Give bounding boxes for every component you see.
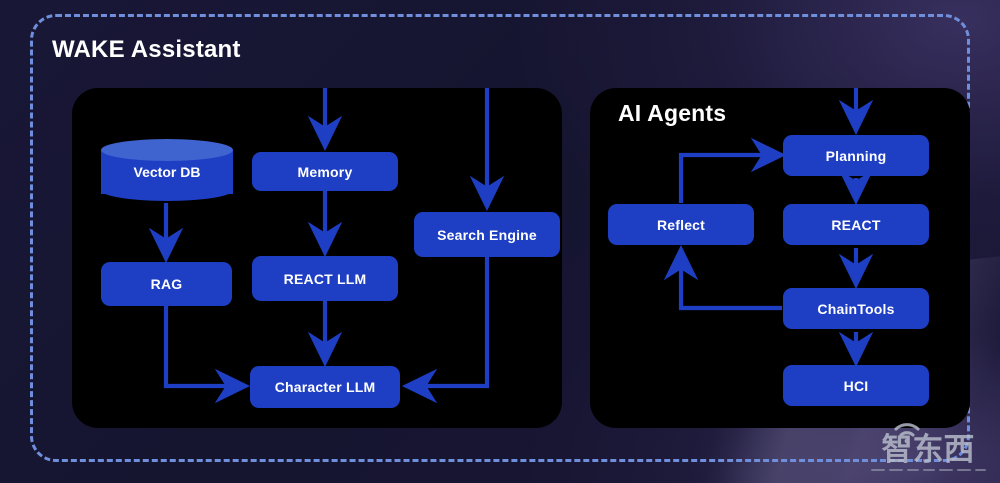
node-label: Vector DB bbox=[133, 164, 201, 180]
node-label: REACT LLM bbox=[283, 270, 367, 287]
node-vector-db[interactable]: Vector DB bbox=[101, 139, 233, 201]
node-label: Reflect bbox=[656, 216, 706, 233]
node-react[interactable]: REACT bbox=[783, 204, 929, 245]
node-character-llm[interactable]: Character LLM bbox=[250, 366, 400, 408]
node-label: REACT bbox=[831, 216, 881, 233]
node-label: Character LLM bbox=[274, 379, 376, 395]
node-react-llm[interactable]: REACT LLM bbox=[252, 256, 398, 301]
node-hci[interactable]: HCI bbox=[783, 365, 929, 406]
node-search-engine[interactable]: Search Engine bbox=[414, 212, 560, 257]
panel-title-wake: WAKE Assistant bbox=[52, 36, 241, 63]
node-label: Search Engine bbox=[437, 226, 537, 243]
node-label: Memory bbox=[297, 163, 353, 180]
wifi-dot-icon bbox=[904, 438, 910, 444]
node-label: ChainTools bbox=[817, 300, 895, 317]
watermark-text: 智东西 bbox=[882, 432, 975, 468]
node-label: Planning bbox=[825, 147, 887, 164]
node-memory[interactable]: Memory bbox=[252, 152, 398, 191]
node-label: HCI bbox=[843, 377, 869, 394]
watermark-logo: 智东西 bbox=[871, 423, 986, 471]
panel-title-ai-agents: AI Agents bbox=[618, 100, 727, 126]
node-chaintools[interactable]: ChainTools bbox=[783, 288, 929, 329]
node-reflect[interactable]: Reflect bbox=[608, 204, 754, 245]
cylinder-top bbox=[101, 139, 233, 161]
wifi-arc-icon bbox=[894, 423, 920, 431]
node-label: RAG bbox=[150, 276, 183, 292]
node-rag[interactable]: RAG bbox=[101, 262, 232, 306]
node-planning[interactable]: Planning bbox=[783, 135, 929, 176]
